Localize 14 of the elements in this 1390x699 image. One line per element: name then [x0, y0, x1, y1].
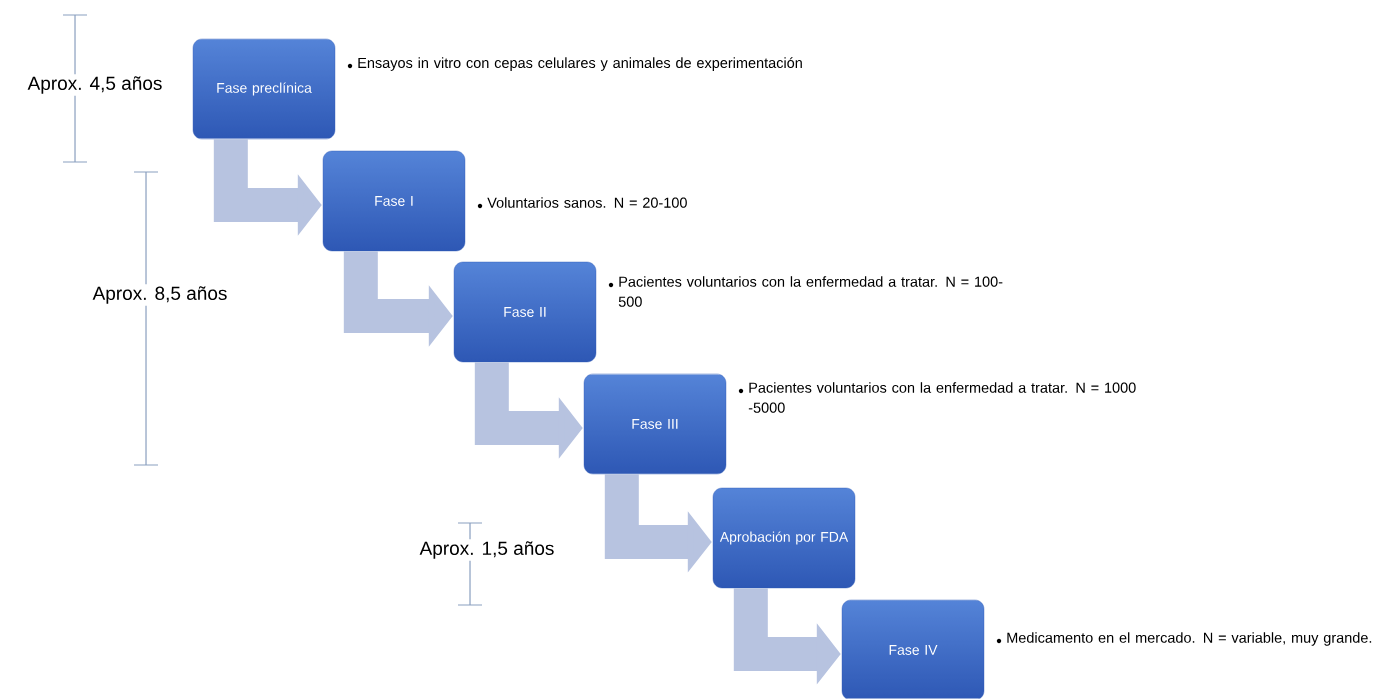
description-text: Voluntarios sanos. N = 20-100: [487, 197, 687, 208]
description-text: Medicamento en el mercado. N = variable, muy grande.: [1007, 632, 1372, 646]
description-text: Pacientes voluntarios con la enfermedad a tratar. N = 100-500: [618, 276, 1003, 307]
phase-box: Fase IV: [841, 599, 985, 699]
duration-label: Aprox. 1,5 años: [417, 539, 557, 561]
phase-box: Fase preclínica: [192, 38, 336, 140]
phase-box: Fase III: [583, 373, 727, 475]
phase-box: Fase II: [453, 261, 597, 363]
duration-label: Aprox. 8,5 años: [90, 284, 230, 306]
description-text: Ensayos in vitro con cepas celulares y animales de experimentación: [358, 57, 802, 71]
phase-box: Fase I: [322, 150, 466, 252]
phase-box: Aprobación por FDA: [712, 487, 856, 589]
description-text: Pacientes voluntarios con la enfermedad a tratar. N = 1000 -5000: [748, 382, 1136, 413]
duration-label: Aprox. 4,5 años: [25, 74, 165, 96]
